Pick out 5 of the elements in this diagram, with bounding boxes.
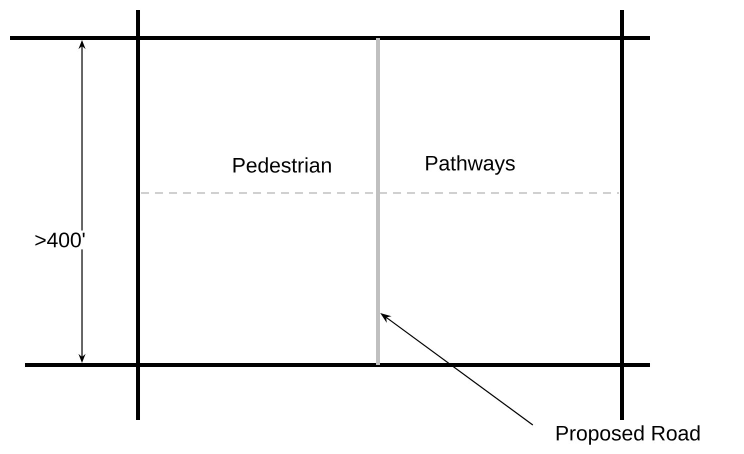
callout-text: Proposed Road	[556, 425, 700, 445]
pathway-label: Pathways	[426, 155, 515, 175]
proposed-road	[376, 38, 380, 365]
pathway-label: Pedestrian	[234, 157, 331, 173]
dimension-label: >400'	[32, 230, 88, 250]
